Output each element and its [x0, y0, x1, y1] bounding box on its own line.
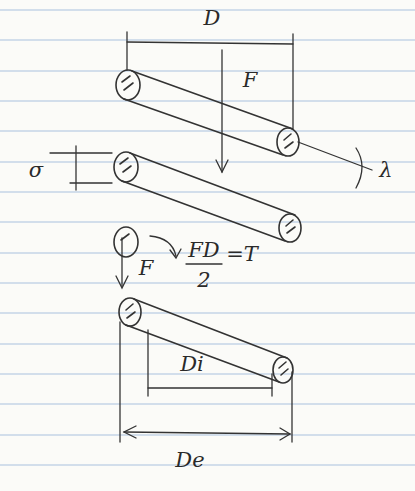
outer-diameter-label: De: [175, 450, 204, 471]
torque-numerator: FD: [188, 240, 219, 261]
spring-coils: [114, 70, 301, 383]
pitch-label: σ: [29, 160, 43, 181]
inner-diameter-label: Di: [180, 354, 204, 375]
angle-label: λ: [379, 160, 392, 181]
force-label: F: [139, 258, 154, 279]
torque-denominator: 2: [197, 270, 210, 291]
diameter-label: D: [204, 8, 221, 29]
dimension-lines: [50, 32, 372, 442]
ruled-lines: [0, 10, 415, 465]
torque-result: =T: [226, 244, 258, 265]
force-label: F: [243, 70, 258, 91]
